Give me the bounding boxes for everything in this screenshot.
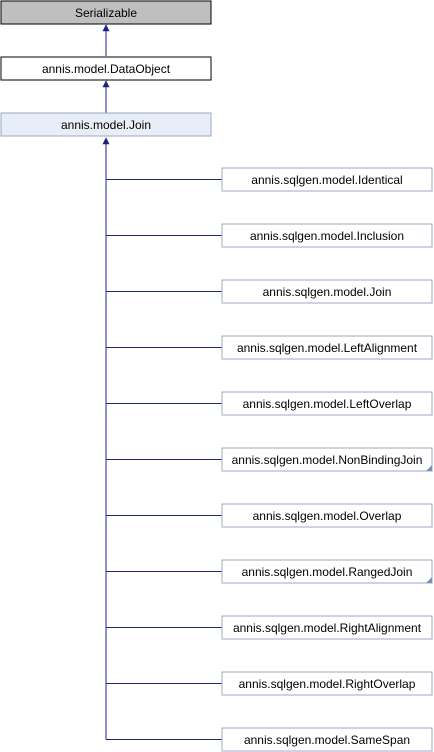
node-box: [221, 559, 433, 584]
node-box: [221, 671, 433, 696]
node-subclass-same-span[interactable]: annis.sqlgen.model.SameSpan: [221, 727, 433, 752]
node-box: [221, 727, 433, 752]
node-box: [221, 335, 433, 360]
node-label: annis.sqlgen.model.RangedJoin: [242, 565, 413, 579]
node-serializable-label: Serializable: [75, 6, 137, 20]
node-subclass-ranged-join[interactable]: annis.sqlgen.model.RangedJoin: [221, 559, 433, 584]
node-subclass-non-binding-join[interactable]: annis.sqlgen.model.NonBindingJoin: [221, 447, 433, 472]
more-subclasses-marker-icon: [426, 465, 432, 471]
node-label: annis.sqlgen.model.Overlap: [253, 509, 402, 523]
node-label: annis.sqlgen.model.Identical: [251, 173, 402, 187]
node-subclass-left-overlap[interactable]: annis.sqlgen.model.LeftOverlap: [221, 391, 433, 416]
node-label: annis.sqlgen.model.Join: [263, 285, 392, 299]
node-box: [221, 447, 433, 472]
node-box: [221, 391, 433, 416]
node-box: [221, 167, 433, 192]
node-data-object[interactable]: annis.model.DataObject: [0, 56, 212, 81]
node-subclass-right-overlap[interactable]: annis.sqlgen.model.RightOverlap: [221, 671, 433, 696]
node-subclass-left-alignment[interactable]: annis.sqlgen.model.LeftAlignment: [221, 335, 433, 360]
node-box: [221, 279, 433, 304]
node-label: annis.sqlgen.model.LeftAlignment: [237, 341, 418, 355]
node-subclass-join[interactable]: annis.sqlgen.model.Join: [221, 279, 433, 304]
node-box: [221, 503, 433, 528]
node-serializable[interactable]: Serializable: [0, 0, 212, 25]
more-subclasses-marker-icon: [426, 577, 432, 583]
node-subclass-right-alignment[interactable]: annis.sqlgen.model.RightAlignment: [221, 615, 433, 640]
node-subclass-overlap[interactable]: annis.sqlgen.model.Overlap: [221, 503, 433, 528]
node-subclass-identical[interactable]: annis.sqlgen.model.Identical: [221, 167, 433, 192]
node-data-object-label: annis.model.DataObject: [42, 62, 171, 76]
node-label: annis.sqlgen.model.RightAlignment: [233, 621, 422, 635]
node-join-base-label: annis.model.Join: [61, 118, 151, 132]
node-label: annis.sqlgen.model.RightOverlap: [239, 677, 416, 691]
node-box: [221, 615, 433, 640]
subclass-nodes: annis.sqlgen.model.Identical annis.sqlgen…: [221, 167, 433, 752]
node-label: annis.sqlgen.model.SameSpan: [244, 733, 410, 747]
inheritance-edges: [102, 24, 222, 740]
node-box: [221, 223, 433, 248]
node-label: annis.sqlgen.model.LeftOverlap: [243, 397, 412, 411]
subclass-branches: [106, 179, 222, 740]
node-join-base[interactable]: annis.model.Join: [0, 112, 212, 137]
node-subclass-inclusion[interactable]: annis.sqlgen.model.Inclusion: [221, 223, 433, 248]
node-label: annis.sqlgen.model.NonBindingJoin: [232, 453, 423, 467]
node-label: annis.sqlgen.model.Inclusion: [250, 229, 404, 243]
